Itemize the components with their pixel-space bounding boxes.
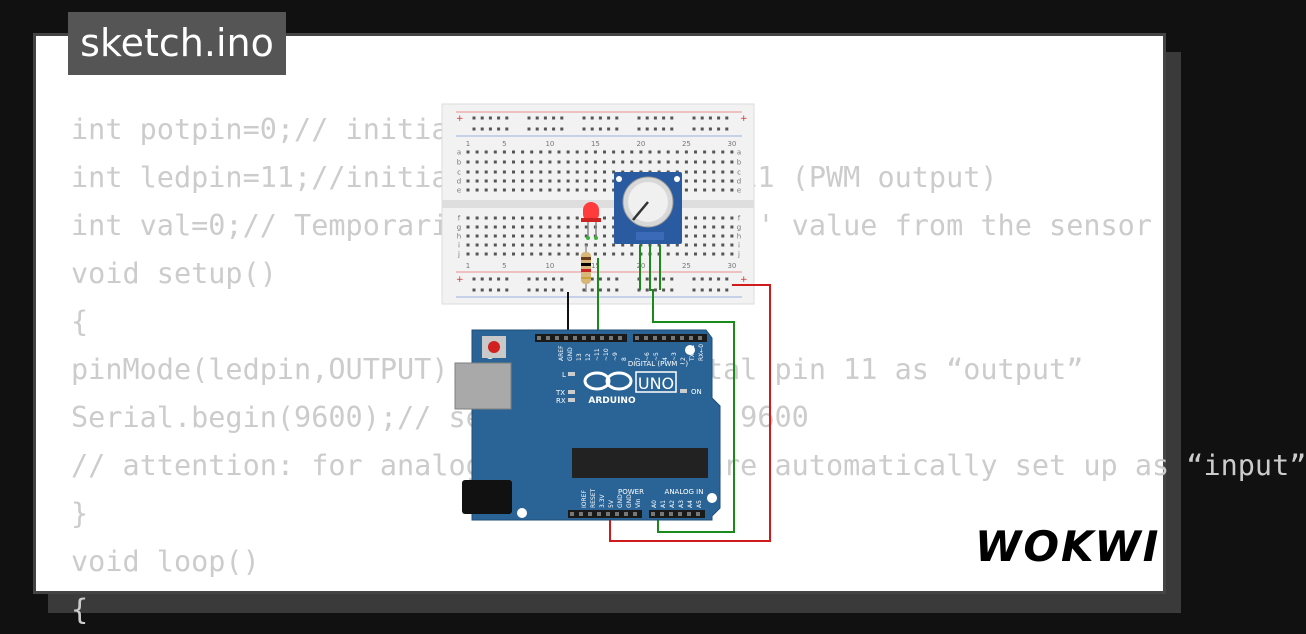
code-line: int val=0;// Temporarily store variables…	[71, 209, 1152, 242]
code-line: int ledpin=11;//initialize digital pin 1…	[71, 161, 998, 194]
code-line: {	[71, 305, 89, 338]
file-tab-title: sketch.ino	[68, 12, 286, 75]
wokwi-logo: WOKWI	[975, 522, 1158, 582]
code-line: {	[71, 593, 89, 626]
code-line: // attention: for analog ports, they are…	[71, 449, 1306, 482]
code-line: pinMode(ledpin,OUTPUT);// define digital…	[71, 353, 1084, 386]
code-line: void setup()	[71, 257, 277, 290]
code-line: }	[71, 497, 89, 530]
code-line: int potpin=0;// initialize analog pin 0	[71, 113, 741, 146]
code-line: void loop()	[71, 545, 260, 578]
wokwi-logo-text: WOKWI	[975, 522, 1161, 571]
code-line: Serial.begin(9600);// set baud rate at 9…	[71, 401, 809, 434]
code-card: int potpin=0;// initialize analog pin 0 i…	[33, 33, 1306, 626]
